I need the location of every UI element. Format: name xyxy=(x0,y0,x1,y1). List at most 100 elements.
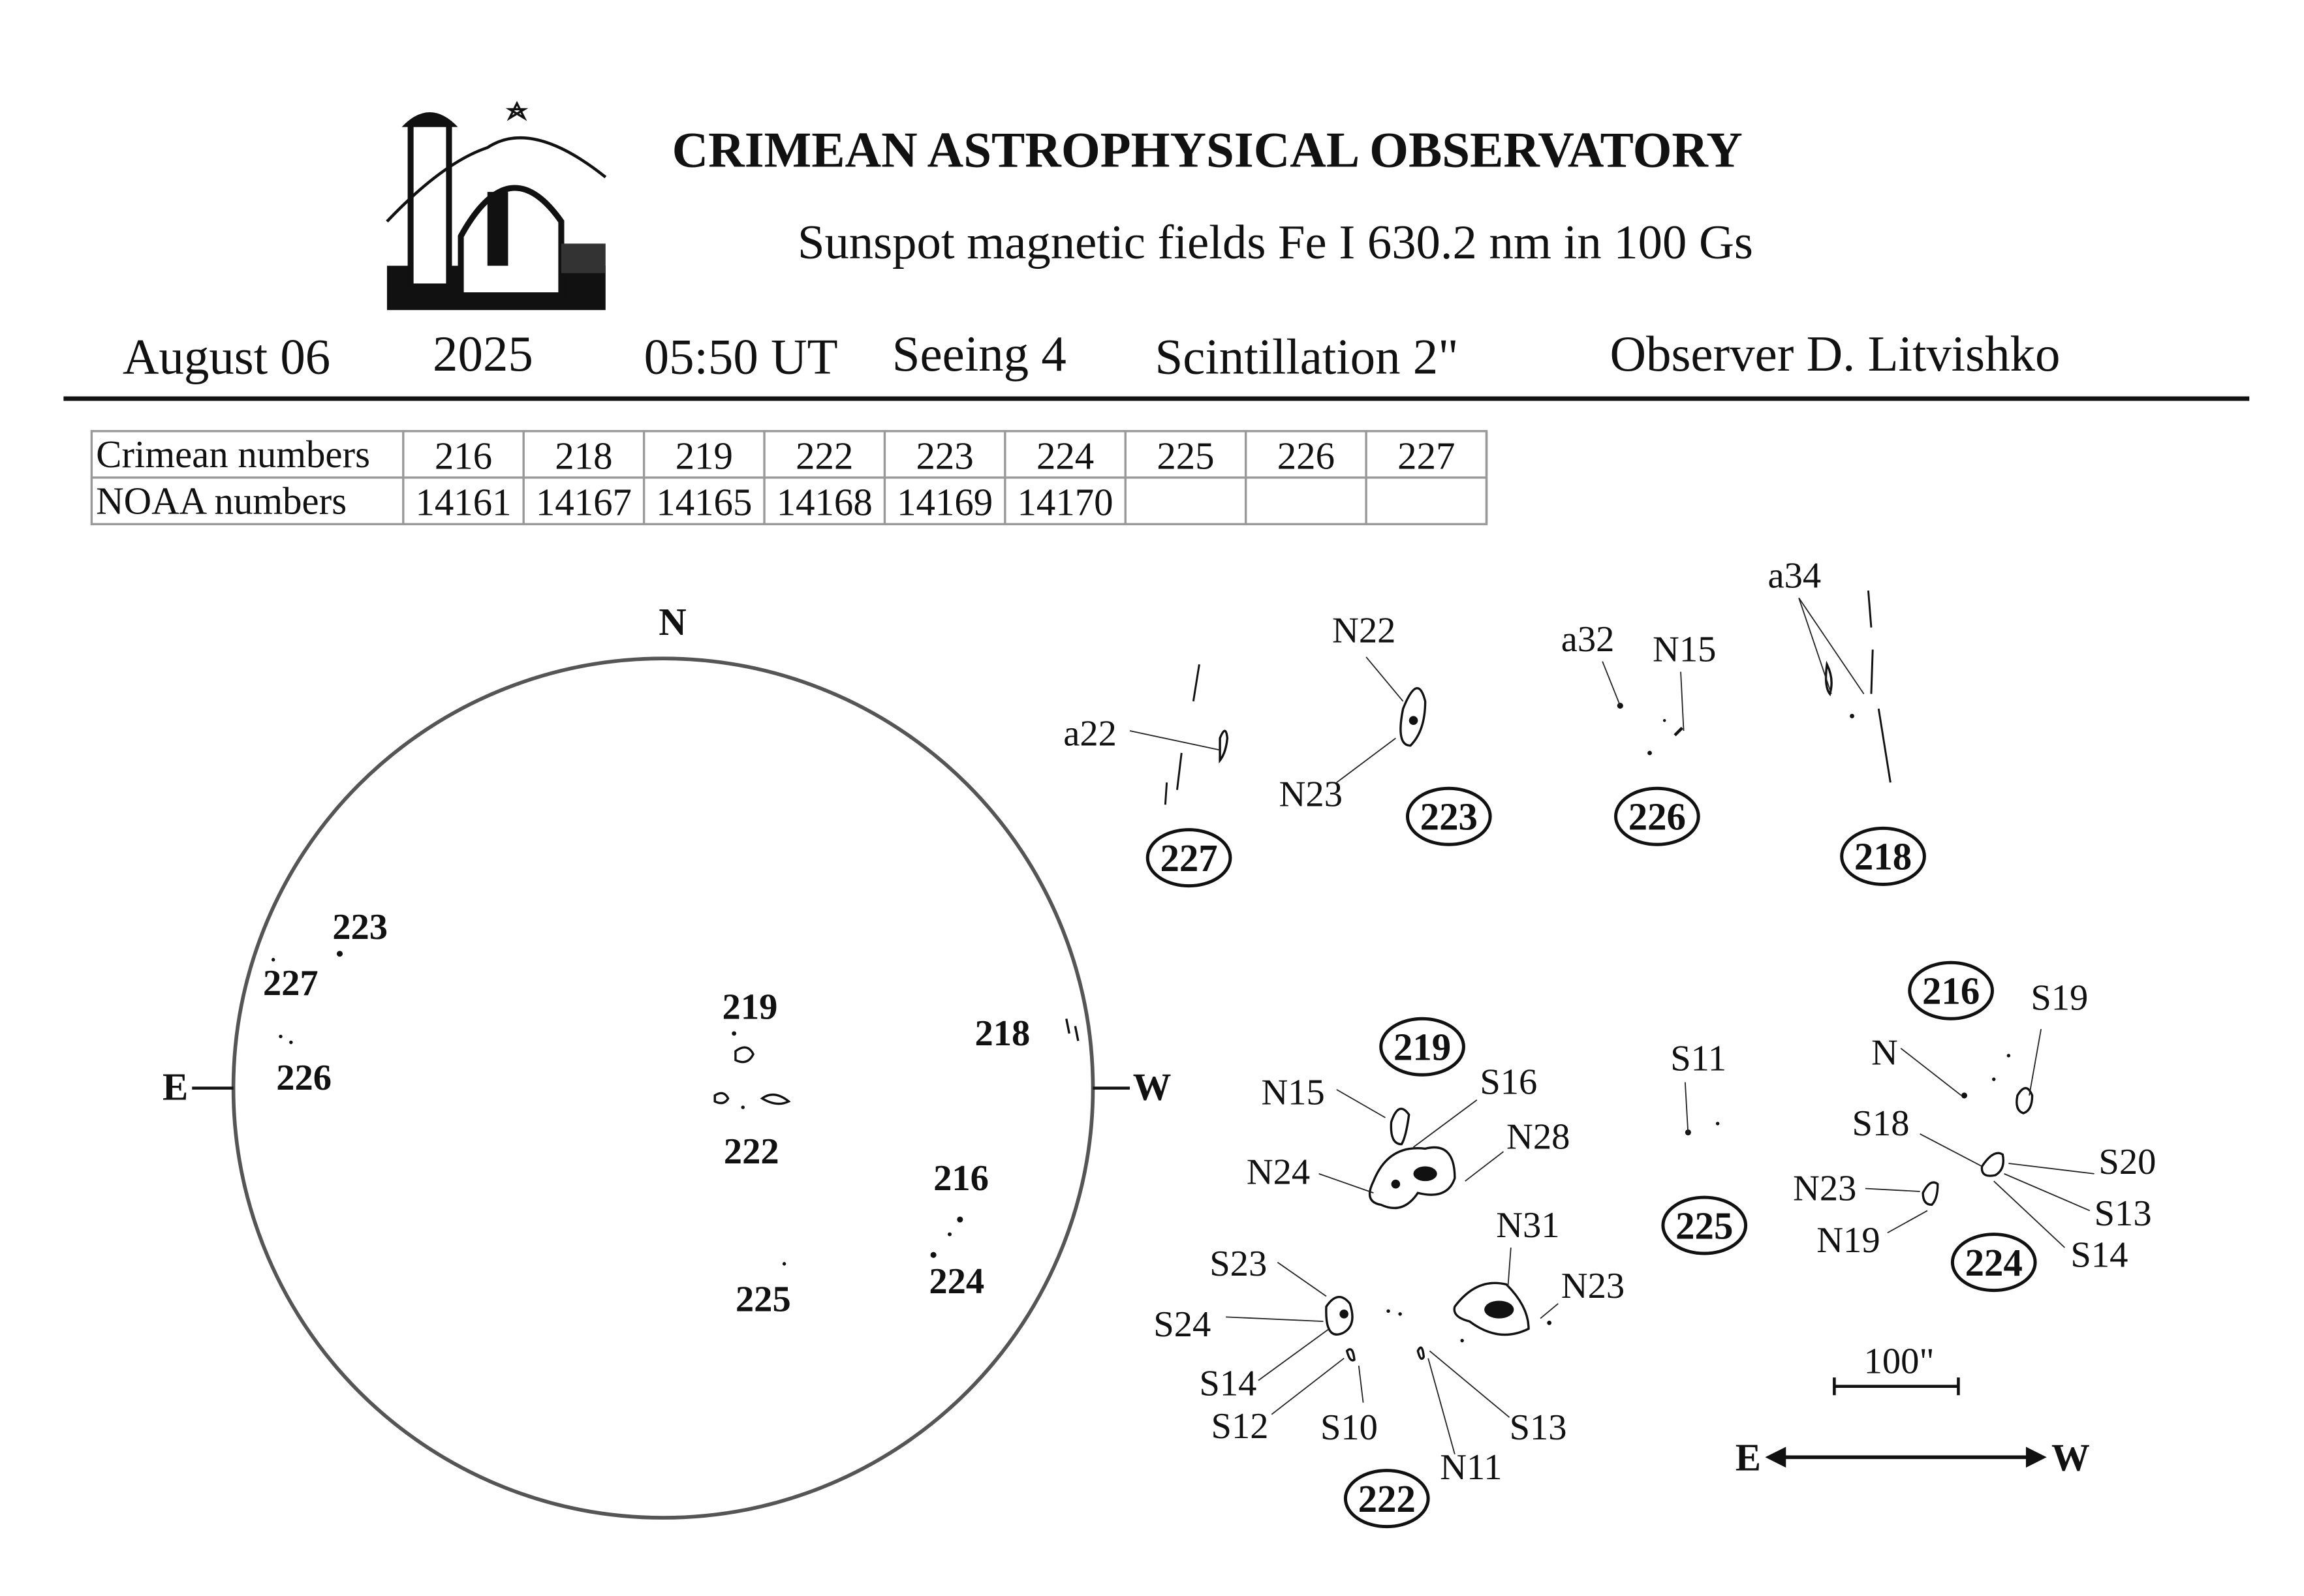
spot-field-label: N28 xyxy=(1506,1116,1570,1157)
noaa-number-cell: 14169 xyxy=(897,482,993,524)
spot-field-label: S13 xyxy=(1510,1407,1567,1448)
leader-line xyxy=(1465,1151,1504,1182)
leader-line xyxy=(2029,1028,2042,1096)
group-number-circle xyxy=(1950,1233,2037,1293)
spot-field-label: N11 xyxy=(1440,1447,1502,1488)
disk-region-label: 218 xyxy=(974,1013,1030,1054)
crimean-number-cell: 216 xyxy=(435,435,492,477)
spot-field-label: S23 xyxy=(1209,1244,1267,1284)
leader-line xyxy=(1358,1365,1364,1403)
group-number-circle xyxy=(1343,1469,1430,1529)
spot-field-label: S11 xyxy=(1670,1038,1726,1079)
group-number: 225 xyxy=(1675,1205,1733,1247)
leader-line xyxy=(2008,1163,2094,1174)
scale-bar xyxy=(1833,1377,1960,1396)
crimean-number-cell: 224 xyxy=(1036,435,1094,477)
disk-region-label: 222 xyxy=(724,1131,779,1172)
leader-line xyxy=(1900,1047,1962,1096)
crimean-number-cell: 226 xyxy=(1277,435,1335,477)
table-row-label: NOAA numbers xyxy=(96,480,347,522)
group-number-circle xyxy=(1908,960,1994,1021)
leader-line xyxy=(1507,1247,1512,1288)
spot-field-label: S13 xyxy=(2094,1193,2152,1234)
leader-line xyxy=(1336,737,1396,783)
spot-field-label: S10 xyxy=(1320,1407,1378,1448)
crimean-number-cell: 225 xyxy=(1157,435,1214,477)
disk-region-label: 216 xyxy=(933,1158,989,1199)
solar-disk xyxy=(231,656,1095,1520)
group-number-circle xyxy=(1661,1195,1748,1255)
group-number: 227 xyxy=(1160,837,1217,880)
noaa-number-cell: 14161 xyxy=(415,482,511,524)
spot-field-label: N23 xyxy=(1561,1266,1625,1306)
spot-field-label: N xyxy=(1871,1032,1898,1073)
leader-line xyxy=(1993,1180,2065,1248)
north-label: N xyxy=(659,601,686,643)
spot-field-label: N15 xyxy=(1261,1073,1324,1113)
leader-line xyxy=(1129,730,1221,751)
spot-field-label: a22 xyxy=(1063,714,1117,754)
group-number: 222 xyxy=(1358,1478,1416,1520)
arrow-west-label: W xyxy=(2051,1437,2090,1479)
group-number: 224 xyxy=(1965,1242,2023,1284)
disk-region-label: 224 xyxy=(929,1261,984,1302)
east-west-arrow xyxy=(1765,1447,2047,1468)
spot-field-label: S12 xyxy=(1211,1406,1269,1447)
group-number-circle xyxy=(1614,786,1700,846)
disk-region-label: 227 xyxy=(263,963,319,1004)
leader-line xyxy=(1365,656,1404,702)
crimean-number-cell: 227 xyxy=(1397,435,1455,477)
spot-field-label: N24 xyxy=(1247,1152,1310,1193)
leader-line xyxy=(1277,1261,1327,1297)
spot-field-label: S14 xyxy=(2070,1235,2128,1275)
observatory-title: CRIMEAN ASTROPHYSICAL OBSERVATORY xyxy=(672,122,1743,178)
leader-line xyxy=(1798,598,1832,694)
west-label: W xyxy=(1133,1066,1172,1109)
leader-line xyxy=(1429,1350,1510,1418)
leader-line xyxy=(1920,1133,1983,1167)
noaa-number-cell: 14168 xyxy=(777,482,873,524)
crimean-number-cell: 219 xyxy=(676,435,733,477)
group-number-circle xyxy=(1145,828,1232,888)
crimean-number-cell: 223 xyxy=(916,435,974,477)
group-number: 218 xyxy=(1854,836,1912,878)
disk-spot-marks xyxy=(271,951,1080,1266)
chart-subtitle: Sunspot magnetic fields Fe I 630.2 nm in… xyxy=(798,215,1753,269)
leader-line xyxy=(1318,1173,1374,1194)
group-number-circle xyxy=(1405,786,1492,846)
spot-field-label: N23 xyxy=(1279,774,1343,814)
leader-line xyxy=(1602,661,1621,706)
spot-field-label: N22 xyxy=(1332,610,1395,651)
seeing-value: Seeing 4 xyxy=(892,326,1066,382)
scale-bar-label: 100" xyxy=(1864,1341,1935,1381)
spot-field-label: S24 xyxy=(1153,1304,1211,1345)
spot-field-label: S16 xyxy=(1480,1062,1537,1103)
group-number: 223 xyxy=(1420,796,1478,838)
observatory-logo xyxy=(386,100,607,311)
spot-field-label: N19 xyxy=(1816,1220,1880,1261)
spot-field-label: a32 xyxy=(1561,619,1615,660)
leader-line xyxy=(1258,1328,1330,1381)
leader-line xyxy=(1226,1316,1324,1323)
disk-region-label: 226 xyxy=(276,1058,332,1098)
leader-line xyxy=(1798,597,1865,694)
noaa-number-cell: 14165 xyxy=(656,482,752,524)
spot-field-label: S14 xyxy=(1199,1363,1256,1404)
observation-time: 05:50 UT xyxy=(644,328,838,384)
disk-region-label: 223 xyxy=(332,907,388,947)
noaa-number-cell: 14170 xyxy=(1018,482,1113,524)
group-number: 226 xyxy=(1628,796,1686,838)
leader-line xyxy=(2004,1173,2091,1212)
leader-line xyxy=(1271,1357,1345,1415)
leader-line xyxy=(1680,671,1685,731)
spot-field-label: S18 xyxy=(1852,1103,1910,1144)
disk-region-label: 225 xyxy=(736,1279,791,1319)
table-row-label: Crimean numbers xyxy=(96,433,370,476)
noaa-number-cell: 14167 xyxy=(536,482,632,524)
spot-field-label: a34 xyxy=(1768,556,1822,596)
leader-line xyxy=(1427,1358,1456,1455)
